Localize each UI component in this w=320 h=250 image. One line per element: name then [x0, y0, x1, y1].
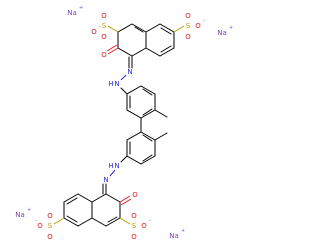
atom-s: S: [132, 222, 137, 230]
atom-o: O: [195, 22, 201, 30]
top-naphthalene: [106, 23, 185, 69]
atom-o: O: [131, 233, 137, 241]
atom-o: O: [141, 222, 147, 230]
atom-o: O: [185, 12, 191, 20]
keto-oxygen: O: [132, 191, 138, 199]
top-hydrazone: N N H: [108, 68, 133, 95]
atom-o: O: [185, 33, 191, 41]
charge: -: [149, 218, 151, 224]
keto-oxygen: O: [101, 51, 107, 59]
atom-h: H: [108, 162, 113, 170]
atom-s: S: [48, 222, 53, 230]
charge: -: [35, 218, 37, 224]
atom-s: S: [186, 22, 191, 30]
atom-n: N: [127, 68, 132, 76]
sodium-ion: Na: [15, 211, 25, 219]
charge: +: [79, 5, 83, 11]
sodium-ion: Na: [67, 9, 77, 17]
atom-o: O: [101, 33, 107, 41]
top-right-sulfonate: S O O O -: [185, 12, 205, 41]
atom-o: O: [101, 12, 107, 20]
charge: -: [203, 18, 205, 24]
atom-n: N: [114, 80, 119, 88]
atom-n: N: [103, 176, 108, 184]
atom-o: O: [47, 212, 53, 220]
charge: +: [27, 207, 31, 213]
bottom-right-sulfonate: S O O O -: [131, 212, 151, 241]
charge: -: [99, 24, 101, 30]
atom-n: N: [114, 162, 119, 170]
bottom-left-sulfonate: S O O O -: [35, 212, 53, 241]
sodium-ion: Na: [169, 232, 179, 240]
charge: +: [229, 25, 233, 31]
bottom-hydrazone: N H N: [102, 155, 128, 195]
bottom-naphthalene: [53, 193, 132, 227]
upper-phenyl: [126, 85, 168, 119]
sodium-ion: Na: [217, 29, 227, 37]
atom-o: O: [131, 212, 137, 220]
atom-s: S: [102, 22, 107, 30]
structure-diagram: O - S O O O S O O O - Na + Na + N N H: [15, 5, 233, 241]
atom-h: H: [108, 80, 113, 88]
atom-o: O: [37, 222, 43, 230]
atom-o: O: [91, 28, 97, 36]
charge: +: [181, 228, 185, 234]
atom-o: O: [47, 233, 53, 241]
lower-phenyl: [126, 131, 168, 165]
molecule-svg: O - S O O O S O O O - Na + Na + N N H: [15, 5, 233, 241]
top-left-sulfonate: O - S O O: [91, 12, 107, 41]
